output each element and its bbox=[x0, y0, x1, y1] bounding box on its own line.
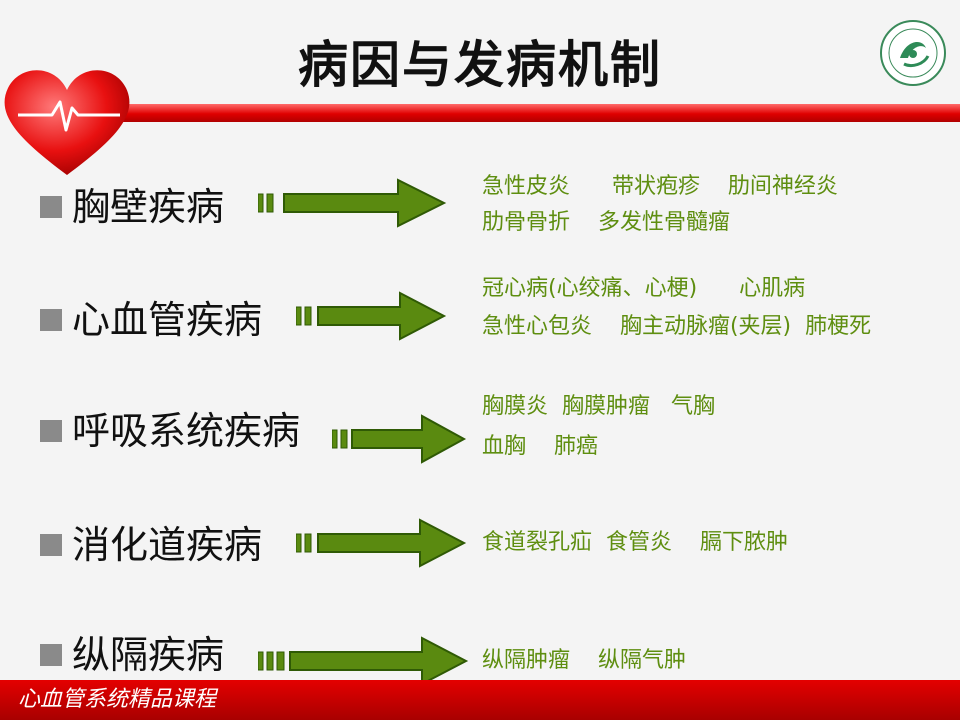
disease-line: 纵隔肿瘤 纵隔气肿 bbox=[482, 648, 686, 673]
category-label: 胸壁疾病 bbox=[40, 184, 224, 230]
disease-line: 血胸 肺癌 bbox=[482, 434, 598, 459]
category-label: 心血管疾病 bbox=[40, 297, 262, 343]
header-red-band bbox=[80, 104, 960, 122]
category-row: 心血管疾病 冠心病(心绞痛、心梗) 心肌病 急性心包炎 胸主动脉瘤(夹层) 肺梗… bbox=[0, 270, 960, 360]
category-text: 消化道疾病 bbox=[72, 523, 263, 567]
footer-bar: 心血管系统精品课程 bbox=[0, 680, 960, 720]
disease-line: 冠心病(心绞痛、心梗) 心肌病 bbox=[482, 276, 806, 301]
bullet-square-icon bbox=[40, 309, 62, 331]
disease-line: 急性皮炎 带状疱疹 肋间神经炎 bbox=[482, 174, 838, 199]
bullet-square-icon bbox=[40, 644, 62, 666]
category-label: 呼吸系统疾病 bbox=[40, 408, 300, 454]
arrow-right-icon bbox=[296, 518, 467, 568]
category-text: 纵隔疾病 bbox=[72, 633, 225, 677]
category-row: 胸壁疾病 急性皮炎 带状疱疹 肋间神经炎 肋骨骨折 多发性骨髓瘤 bbox=[0, 168, 960, 258]
disease-line: 胸膜炎 胸膜肿瘤 气胸 bbox=[482, 394, 715, 419]
arrow-right-icon bbox=[258, 636, 469, 686]
category-text: 心血管疾病 bbox=[72, 298, 263, 342]
category-text: 胸壁疾病 bbox=[72, 185, 225, 229]
arrow-right-icon bbox=[296, 291, 447, 341]
category-text: 呼吸系统疾病 bbox=[72, 409, 301, 453]
bullet-square-icon bbox=[40, 196, 62, 218]
disease-line: 急性心包炎 胸主动脉瘤(夹层) 肺梗死 bbox=[482, 314, 872, 339]
bullet-square-icon bbox=[40, 420, 62, 442]
arrow-right-icon bbox=[258, 178, 447, 228]
page-title: 病因与发病机制 bbox=[298, 36, 662, 94]
college-logo-icon bbox=[880, 20, 946, 86]
bullet-square-icon bbox=[40, 534, 62, 556]
category-row: 呼吸系统疾病 胸膜炎 胸膜肿瘤 气胸 血胸 肺癌 bbox=[0, 388, 960, 478]
category-row: 纵隔疾病 纵隔肿瘤 纵隔气肿 bbox=[0, 620, 960, 710]
footer-course-name: 心血管系统精品课程 bbox=[18, 687, 217, 712]
category-label: 消化道疾病 bbox=[40, 522, 262, 568]
heart-icon bbox=[4, 70, 130, 175]
category-row: 消化道疾病 食道裂孔疝 食管炎 膈下脓肿 bbox=[0, 510, 960, 600]
disease-line: 食道裂孔疝 食管炎 膈下脓肿 bbox=[482, 530, 788, 555]
disease-line: 肋骨骨折 多发性骨髓瘤 bbox=[482, 210, 730, 235]
category-label: 纵隔疾病 bbox=[40, 632, 224, 678]
arrow-right-icon bbox=[332, 414, 467, 464]
